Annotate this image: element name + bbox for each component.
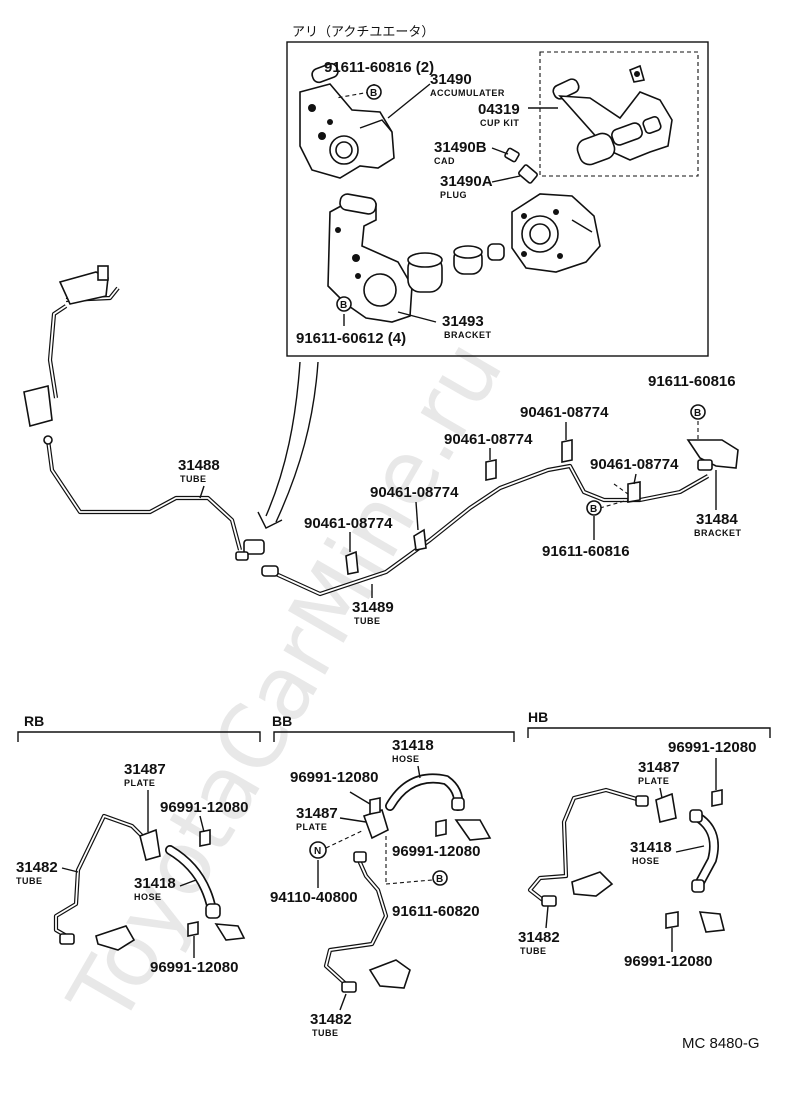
section-label-hb: HB	[528, 709, 548, 725]
main-labels: 31488 TUBE 31489 TUBE 90461-08774 90461-…	[178, 373, 742, 626]
part-number: 31482	[310, 1011, 352, 1028]
inset-labels: 91611-60816 (2) B 31490 ACCUMULATER 0431…	[296, 59, 520, 347]
part-number: 91611-60612 (4)	[296, 330, 406, 347]
n-circle-icon	[309, 841, 327, 859]
part-number: 31490B	[434, 139, 487, 156]
clip-icon	[345, 550, 359, 575]
part-number: 90461-08774	[444, 431, 533, 448]
part-name: TUBE	[520, 946, 547, 956]
inset-leaders	[335, 83, 558, 326]
cup-kit-frame	[539, 51, 699, 177]
b-circle-icon	[336, 296, 352, 312]
part-number: 91611-60816	[542, 543, 630, 560]
section-headers: RB BB HB	[17, 709, 771, 742]
part-number: 31487	[124, 761, 166, 778]
part-number: 96991-12080	[668, 739, 756, 756]
hb-section: 96991-12080 31487 PLATE 31418 HOSE 31482…	[518, 739, 756, 970]
part-number: 90461-08774	[590, 456, 679, 473]
part-number: 31482	[518, 929, 560, 946]
part-number: 31418	[392, 737, 434, 754]
part-number: 31493	[442, 313, 484, 330]
part-name: HOSE	[632, 856, 660, 866]
part-number: 31488	[178, 457, 220, 474]
part-name: PLUG	[440, 190, 467, 200]
b-circle-icon	[690, 404, 706, 420]
part-name: BRACKET	[694, 528, 742, 538]
part-number: 90461-08774	[304, 515, 393, 532]
main-piping	[23, 265, 739, 597]
part-number: 31482	[16, 859, 58, 876]
circle-letter: B	[370, 88, 377, 99]
part-number: 31484	[696, 511, 738, 528]
part-name: HOSE	[134, 892, 162, 902]
section-label-rb: RB	[24, 713, 44, 729]
inset-pointer-arrow	[257, 361, 319, 529]
part-number: 91611-60816 (2)	[324, 59, 434, 76]
inset-panel: アリ（アクチユエータ）	[286, 25, 709, 357]
bb-section: 31418 HOSE 96991-12080 31487 PLATE 96991…	[270, 737, 492, 1038]
inset-frame	[286, 41, 709, 357]
part-name: TUBE	[180, 474, 207, 484]
clip-icon	[485, 459, 497, 481]
circle-letter: B	[590, 504, 597, 515]
bracket-drawing	[327, 193, 601, 323]
part-name: PLATE	[638, 776, 669, 786]
part-name: TUBE	[312, 1028, 339, 1038]
part-number: 91611-60820	[392, 903, 480, 920]
part-number: 96991-12080	[624, 953, 712, 970]
part-number: 31418	[630, 839, 672, 856]
cup-kit-drawing	[552, 64, 673, 166]
b-circle-icon	[586, 500, 602, 516]
accumulator-assembly-drawing	[299, 62, 395, 179]
part-number: 94110-40800	[270, 889, 358, 906]
part-name: PLATE	[296, 822, 327, 832]
part-name: PLATE	[124, 778, 155, 788]
circle-letter: B	[694, 408, 701, 419]
inset-title: アリ（アクチユエータ）	[292, 25, 434, 40]
part-name: ACCUMULATER	[430, 88, 505, 98]
part-number: 96991-12080	[160, 799, 248, 816]
part-name: BRACKET	[444, 330, 492, 340]
part-number: 90461-08774	[370, 484, 459, 501]
part-name: TUBE	[16, 876, 43, 886]
part-number: 96991-12080	[392, 843, 480, 860]
b-circle-icon	[366, 84, 382, 100]
section-label-bb: BB	[272, 713, 292, 729]
part-name: TUBE	[354, 616, 381, 626]
circle-letter: B	[436, 874, 443, 885]
part-number: 31418	[134, 875, 176, 892]
rb-section: 31487 PLATE 96991-12080 31482 TUBE 31418…	[16, 761, 248, 976]
circle-letter: N	[314, 846, 321, 857]
part-number: 91611-60816	[648, 373, 736, 390]
part-number: 31489	[352, 599, 394, 616]
part-number: 96991-12080	[290, 769, 378, 786]
part-number: 31487	[638, 759, 680, 776]
part-number: 31487	[296, 805, 338, 822]
part-number: 04319	[478, 101, 520, 118]
b-circle-icon	[432, 870, 448, 886]
part-number: 31490A	[440, 173, 493, 190]
part-number: 96991-12080	[150, 959, 238, 976]
cad-plug-drawing	[504, 147, 538, 184]
figure-code: MC 8480-G	[682, 1035, 760, 1052]
clip-icon	[413, 528, 427, 551]
part-number: 90461-08774	[520, 404, 609, 421]
clip-icon	[627, 481, 641, 503]
circle-letter: B	[340, 300, 347, 311]
part-name: HOSE	[392, 754, 420, 764]
clip-icon	[561, 439, 573, 463]
part-name: CAD	[434, 156, 455, 166]
part-name: CUP KIT	[480, 118, 519, 128]
part-number: 31490	[430, 71, 472, 88]
